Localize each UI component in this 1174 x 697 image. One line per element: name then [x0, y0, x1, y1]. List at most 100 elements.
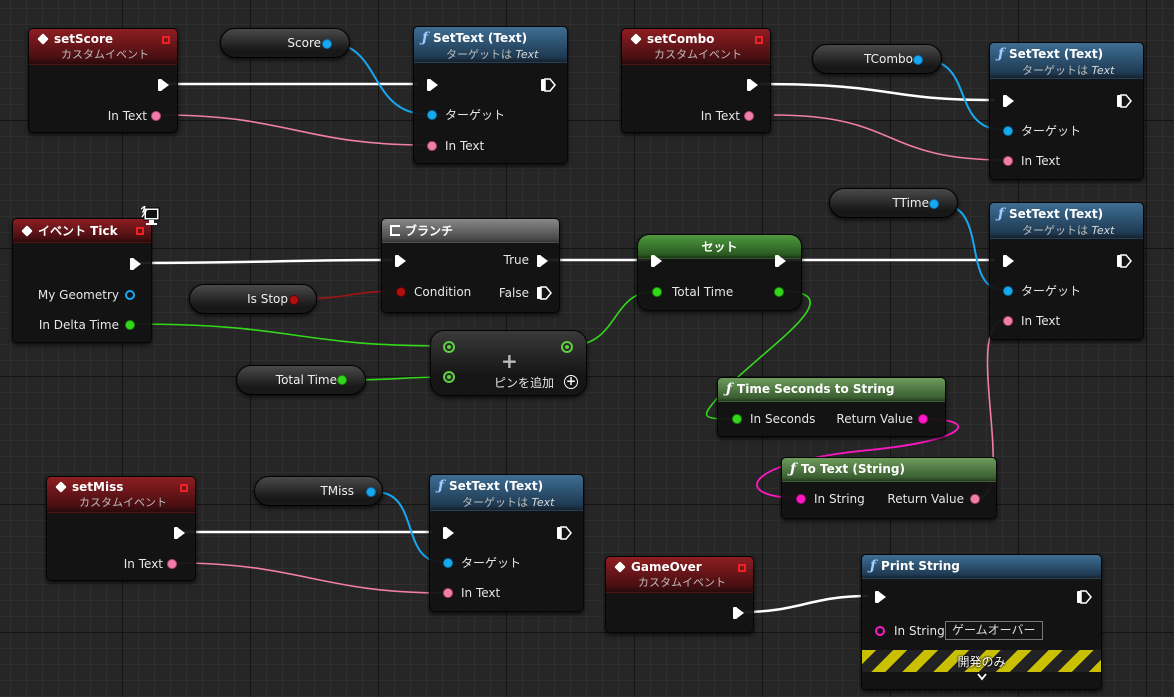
my-geometry-out-pin[interactable]	[125, 290, 135, 300]
set-node-header[interactable]: セット	[638, 235, 801, 259]
tcombo-out-pin[interactable]	[913, 55, 923, 65]
score-out-pin[interactable]	[322, 39, 332, 49]
set-combo-event-node[interactable]: setCombo カスタムイベント In Text	[621, 28, 771, 133]
target-in-pin[interactable]	[443, 558, 453, 568]
target-in-pin[interactable]	[1003, 126, 1013, 136]
set-score-event-node[interactable]: setScore カスタムイベント In Text	[28, 28, 178, 133]
in-text-out-pin[interactable]	[167, 559, 177, 569]
exec-in-pin[interactable]	[443, 527, 454, 539]
delegate-pin-icon[interactable]	[180, 484, 188, 492]
exec-out-pin[interactable]	[1117, 254, 1132, 268]
exec-out-pin[interactable]	[130, 258, 141, 270]
exec-out-pin[interactable]	[747, 79, 758, 91]
game-over-header[interactable]: GameOver カスタムイベント	[606, 557, 753, 593]
in-text-in-pin[interactable]	[1003, 156, 1013, 166]
set-combo-header[interactable]: setCombo カスタムイベント	[622, 29, 770, 65]
exec-in-pin[interactable]	[1003, 255, 1014, 267]
target-in-pin[interactable]	[1003, 286, 1013, 296]
tmiss-out-pin[interactable]	[366, 487, 376, 497]
exec-out-pin[interactable]	[557, 526, 572, 540]
exec-out-pin[interactable]	[733, 607, 744, 619]
add-input-b-pin[interactable]	[443, 371, 455, 383]
in-text-out-pin[interactable]	[744, 111, 754, 121]
add-float-node[interactable]: + ピンを追加 +	[430, 330, 587, 396]
exec-out-pin[interactable]	[541, 78, 556, 92]
delegate-pin-icon[interactable]	[738, 564, 746, 572]
false-exec-out-pin[interactable]	[537, 286, 552, 300]
settext-miss-subtitle-target: Text	[531, 496, 555, 509]
exec-in-pin[interactable]	[651, 255, 662, 267]
in-text-out-pin[interactable]	[151, 111, 161, 121]
delegate-pin-icon[interactable]	[136, 227, 144, 235]
set-score-header[interactable]: setScore カスタムイベント	[29, 29, 177, 65]
total-time-in-pin[interactable]	[652, 287, 662, 297]
in-seconds-pin[interactable]	[732, 414, 742, 424]
set-total-time-node[interactable]: セット Total Time	[637, 234, 802, 311]
settext-score-in-text-label: In Text	[445, 139, 485, 153]
branch-header[interactable]: ブランチ	[382, 219, 559, 243]
time-seconds-return-pin[interactable]	[918, 414, 928, 424]
settext-miss-subtitle-prefix: ターゲットは	[462, 496, 532, 509]
set-miss-header[interactable]: setMiss カスタムイベント	[47, 477, 195, 513]
exec-in-pin[interactable]	[1003, 95, 1014, 107]
exec-in-pin[interactable]	[427, 79, 438, 91]
chevron-down-icon[interactable]	[976, 673, 987, 683]
set-miss-event-node[interactable]: setMiss カスタムイベント In Text	[46, 476, 196, 581]
add-output-pin[interactable]	[561, 341, 573, 353]
settext-score-target-label: ターゲット	[445, 108, 506, 122]
exec-out-pin[interactable]	[174, 527, 185, 539]
target-in-pin[interactable]	[427, 110, 437, 120]
exec-out-pin[interactable]	[158, 79, 169, 91]
add-pin-label[interactable]: ピンを追加	[494, 376, 555, 390]
event-tick-header[interactable]: イベント Tick	[13, 219, 151, 243]
to-text-return-pin[interactable]	[970, 494, 980, 504]
branch-node[interactable]: ブランチ True Condition False	[381, 218, 560, 313]
exec-out-pin[interactable]	[775, 255, 786, 267]
true-exec-out-pin[interactable]	[537, 255, 548, 267]
in-text-in-pin[interactable]	[443, 588, 453, 598]
print-string-value-input[interactable]: ゲームオーバー	[945, 621, 1043, 640]
print-in-string-pin[interactable]	[875, 626, 885, 636]
to-text-in-string-pin[interactable]	[796, 494, 806, 504]
exec-in-pin[interactable]	[875, 591, 886, 603]
ttime-out-pin[interactable]	[929, 199, 939, 209]
exec-in-pin[interactable]	[395, 255, 406, 267]
event-tick-node[interactable]: イベント Tick My Geometry In Delta Time	[12, 218, 152, 343]
delta-time-out-pin[interactable]	[125, 320, 135, 330]
text-wire	[175, 562, 445, 594]
in-text-in-pin[interactable]	[1003, 316, 1013, 326]
text-wire	[773, 114, 1007, 161]
settext-miss-target-label: ターゲット	[461, 556, 522, 570]
exec-out-pin[interactable]	[1077, 590, 1092, 604]
add-pin-plus-icon[interactable]: +	[564, 374, 578, 389]
delegate-pin-icon[interactable]	[162, 36, 170, 44]
is-stop-out-pin[interactable]	[289, 295, 299, 305]
condition-in-pin[interactable]	[396, 287, 406, 297]
tmiss-variable-node[interactable]: TMiss	[254, 476, 383, 506]
add-input-a-pin[interactable]	[443, 341, 455, 353]
exec-out-pin[interactable]	[1117, 94, 1132, 108]
total-time-var-out-pin[interactable]	[337, 375, 347, 385]
monitor-icon	[140, 204, 161, 226]
total-time-out-pin[interactable]	[774, 287, 784, 297]
game-over-event-node[interactable]: GameOver カスタムイベント	[605, 556, 754, 633]
in-text-in-pin[interactable]	[427, 141, 437, 151]
is-stop-variable-node[interactable]: Is Stop	[189, 284, 317, 314]
delegate-pin-icon[interactable]	[755, 36, 763, 44]
set-node-title: セット	[701, 240, 738, 254]
print-string-title: Print String	[881, 559, 960, 573]
